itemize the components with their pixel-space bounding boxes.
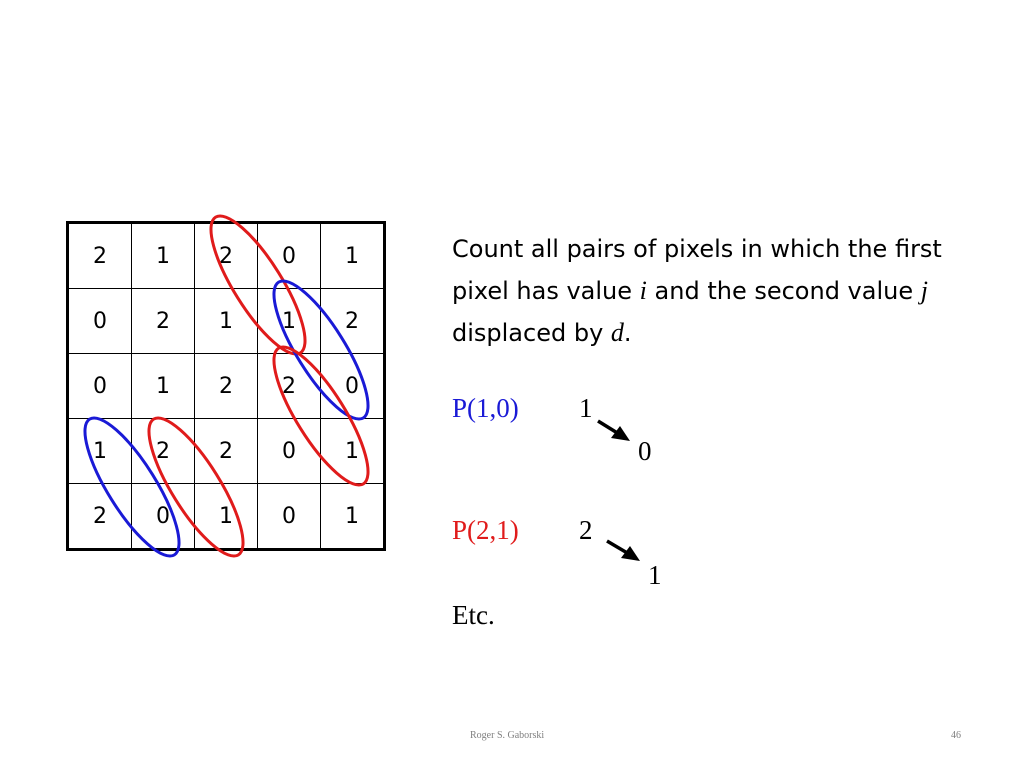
grid-cell: 2 (131, 288, 195, 354)
p21-second-value: 1 (648, 560, 662, 590)
etc-text: Etc. (452, 600, 495, 630)
grid-cell: 1 (320, 418, 385, 484)
p21-label: P(2,1) (452, 515, 519, 545)
grid-cell: 1 (257, 288, 321, 354)
grid-row: 1 2 2 0 1 (67, 418, 385, 484)
variable-d: d (610, 318, 624, 347)
description-text: Count all pairs of pixels in which the f… (452, 229, 992, 354)
grid-row: 2 1 2 0 1 (67, 222, 385, 289)
description-part: displaced by (452, 319, 611, 347)
grid-cell: 1 (320, 483, 385, 550)
p10-label: P(1,0) (452, 393, 519, 423)
grid-cell: 2 (194, 353, 258, 419)
grid-cell: 0 (257, 483, 321, 550)
pixel-value-grid: 2 1 2 0 1 0 2 1 1 2 0 1 2 2 0 1 (66, 221, 386, 551)
grid-cell: 0 (67, 353, 132, 419)
grid-row: 2 0 1 0 1 (67, 483, 385, 550)
description-part: . (623, 319, 632, 347)
grid-cell: 2 (257, 353, 321, 419)
grid-cell: 1 (131, 222, 195, 289)
grid-cell: 0 (67, 288, 132, 354)
grid-cell: 1 (131, 353, 195, 419)
grid-row: 0 1 2 2 0 (67, 353, 385, 419)
grid-cell: 2 (131, 418, 195, 484)
grid-cell: 2 (194, 222, 258, 289)
grid-cell: 2 (320, 288, 385, 354)
description-part: Count all pairs of pixels in which the f… (452, 235, 942, 305)
p10-second-value: 0 (638, 436, 652, 466)
grid-cell: 2 (67, 483, 132, 550)
footer-author: Roger S. Gaborski (470, 730, 545, 741)
grid-cell: 0 (257, 418, 321, 484)
grid-cell: 2 (194, 418, 258, 484)
grid-cell: 2 (67, 222, 132, 289)
grid-cell: 1 (194, 288, 258, 354)
grid-cell: 0 (131, 483, 195, 550)
variable-j: j (920, 276, 928, 305)
grid-cell: 1 (320, 222, 385, 289)
grid-cell: 0 (257, 222, 321, 289)
grid-cell: 1 (67, 418, 132, 484)
description-part: and the second value (646, 277, 921, 305)
grid-cell: 0 (320, 353, 385, 419)
p10-first-value: 1 (579, 393, 593, 423)
slide-number: 46 (951, 730, 961, 741)
p21-first-value: 2 (579, 515, 593, 545)
grid-row: 0 2 1 1 2 (67, 288, 385, 354)
variable-i: i (639, 276, 647, 305)
grid-cell: 1 (194, 483, 258, 550)
